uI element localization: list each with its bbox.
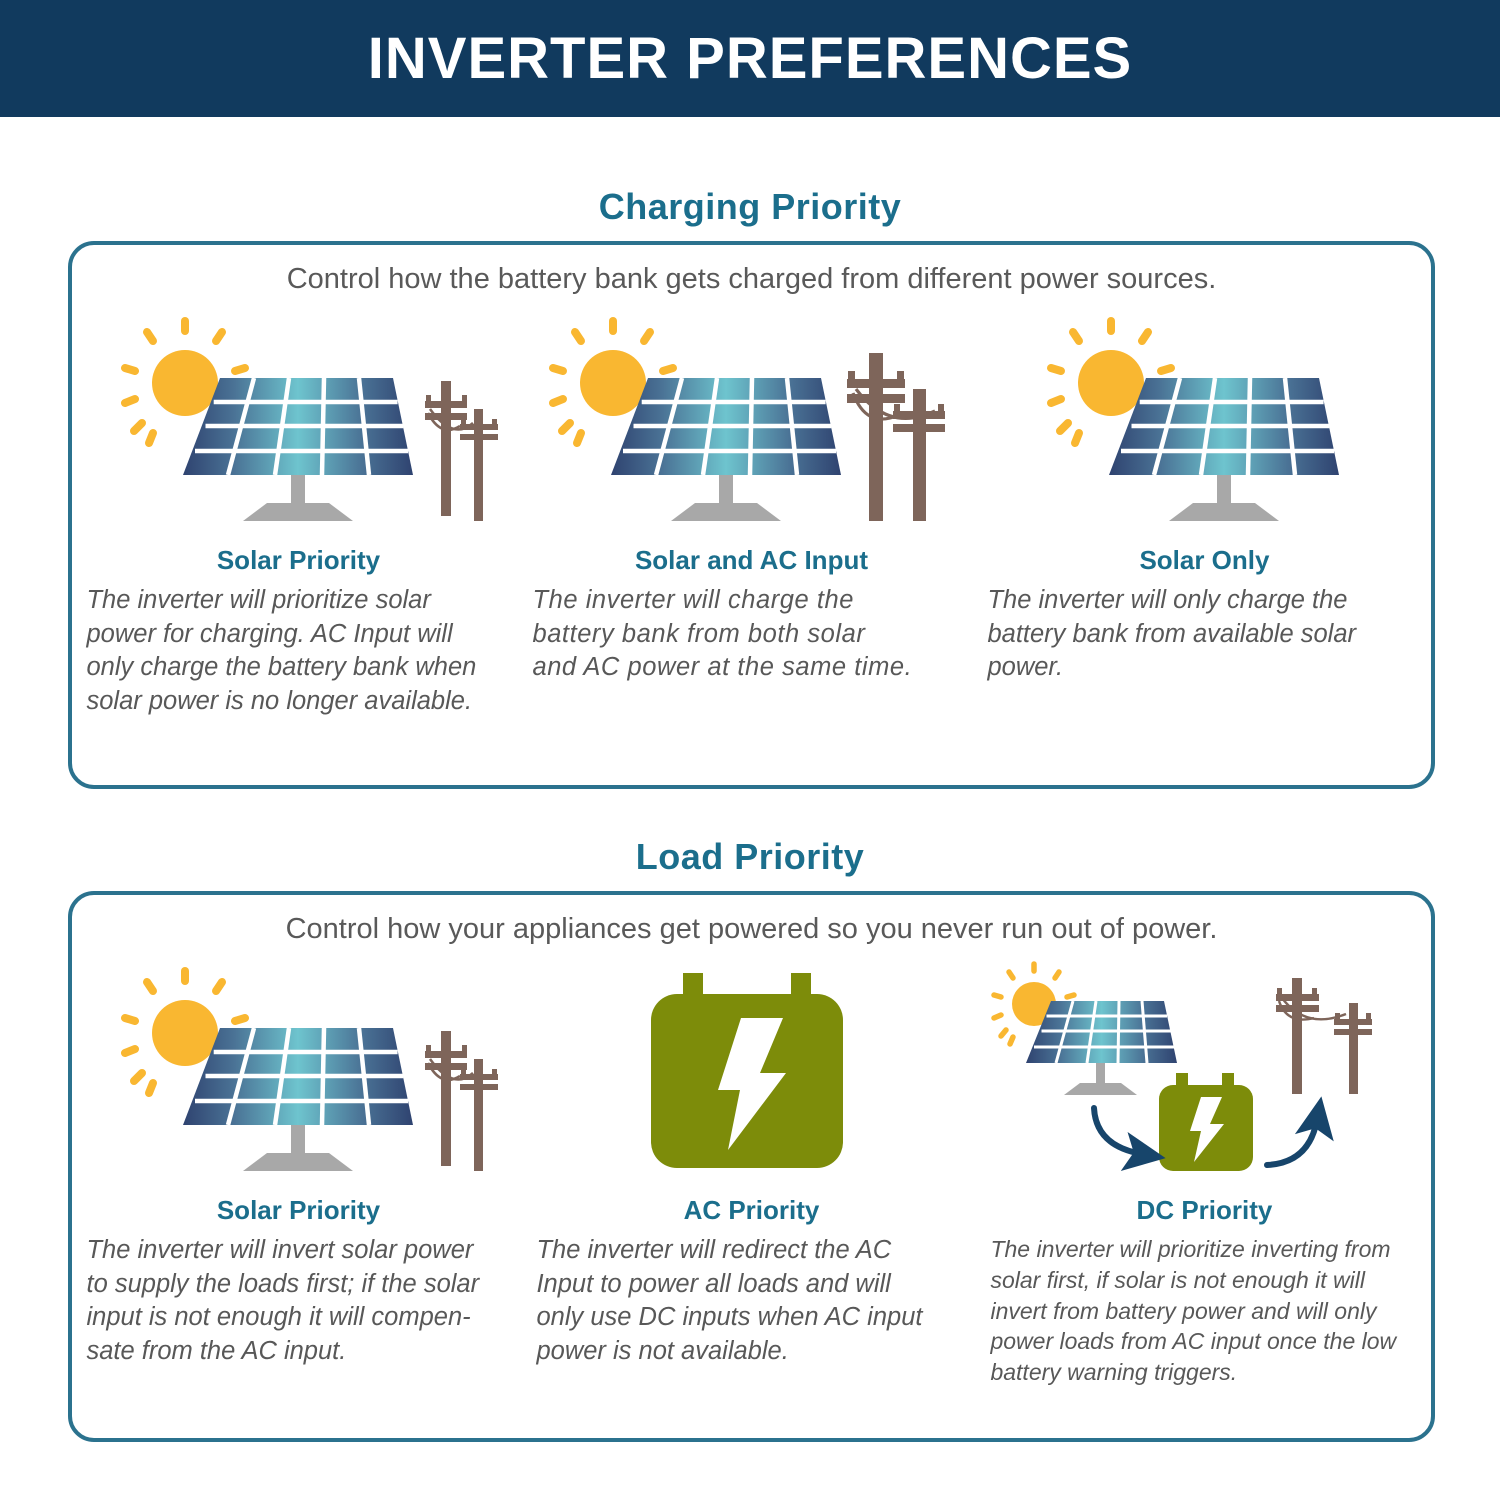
panel-base [1169, 503, 1280, 521]
option-description: The inverter will prioritize inverting f… [990, 1236, 1397, 1386]
battery-bolt-icon [1159, 1073, 1254, 1171]
panel-base [1064, 1083, 1138, 1095]
panel-post [291, 1125, 306, 1156]
option-description: The inverter will redirect the AC Input … [536, 1236, 923, 1365]
option-description: The inverter will only charge the batter… [987, 586, 1356, 682]
option-description: The inverter will invert solar power to … [86, 1236, 480, 1365]
sun-icon [1047, 317, 1176, 447]
solar-panel-and-large-utility-poles-icon [525, 317, 978, 523]
option-title: Solar Priority [216, 545, 381, 575]
sun-icon [991, 961, 1078, 1047]
solar-panel-and-utility-poles-icon [72, 317, 525, 523]
option-title: Solar Only [1139, 545, 1270, 575]
solar-panel-face [183, 1027, 414, 1126]
option-solar-and-ac-input-charging[interactable]: Solar and AC Input The inverter will cha… [525, 317, 978, 719]
charging-priority-columns: Solar Priority The inverter will priorit… [72, 317, 1431, 719]
arrow-battery-to-grid-icon [1264, 1096, 1335, 1168]
option-ac-priority-load[interactable]: AC Priority The inverter will redirect t… [525, 973, 978, 1388]
panel-post [1096, 1063, 1106, 1083]
sun-icon [121, 317, 250, 447]
charging-priority-card: Control how the battery bank gets charge… [68, 241, 1435, 789]
panel-post [719, 475, 734, 506]
option-description: The inverter will charge the battery ban… [532, 586, 913, 682]
panel-base [243, 503, 354, 521]
panel-base [243, 1153, 354, 1171]
option-solar-priority-charging[interactable]: Solar Priority The inverter will priorit… [72, 317, 525, 719]
lightning-bolt-icon [1190, 1097, 1225, 1162]
load-priority-columns: Solar Priority The inverter will invert … [72, 961, 1431, 1388]
lightning-bolt-icon [718, 1018, 787, 1150]
panel-post [291, 475, 306, 506]
utility-poles-icon [847, 353, 946, 521]
utility-poles-icon [425, 1031, 499, 1171]
panel-base [671, 503, 782, 521]
option-title: AC Priority [683, 1195, 820, 1225]
solar-panel-face [183, 377, 414, 476]
option-solar-priority-load[interactable]: Solar Priority The inverter will invert … [72, 967, 525, 1388]
option-description: The inverter will prioritize solar power… [86, 586, 477, 715]
sun-icon [121, 967, 250, 1097]
option-title: Solar and AC Input [634, 545, 868, 575]
option-solar-only-charging[interactable]: Solar Only The inverter will only charge… [978, 317, 1431, 719]
option-dc-priority-load[interactable]: DC Priority The inverter will prioritize… [978, 961, 1431, 1388]
solar-panel-face [1109, 377, 1340, 476]
charging-priority-intro: Control how the battery bank gets charge… [286, 263, 1217, 295]
battery-bolt-icon [525, 973, 978, 1173]
page-title: INVERTER PREFERENCES [367, 25, 1133, 91]
sun-icon [549, 317, 678, 447]
load-priority-card: Control how your appliances get powered … [68, 891, 1435, 1442]
solar-panel-icon [978, 317, 1431, 523]
solar-panel-face [611, 377, 842, 476]
utility-poles-icon [425, 381, 499, 521]
solar-battery-grid-flow-icon [978, 961, 1431, 1173]
utility-poles-icon [1276, 978, 1373, 1094]
solar-panel-face [1026, 1000, 1178, 1064]
section-heading-load-priority: Load Priority [635, 836, 865, 877]
panel-post [1217, 475, 1232, 506]
option-title: DC Priority [1136, 1195, 1273, 1225]
solar-panel-and-utility-poles-icon [72, 967, 525, 1173]
option-title: Solar Priority [216, 1195, 381, 1225]
arrow-solar-to-battery-icon [1091, 1105, 1167, 1172]
load-priority-intro: Control how your appliances get powered … [285, 913, 1218, 945]
page-header: INVERTER PREFERENCES [0, 0, 1500, 117]
section-heading-charging-priority: Charging Priority [598, 186, 902, 227]
